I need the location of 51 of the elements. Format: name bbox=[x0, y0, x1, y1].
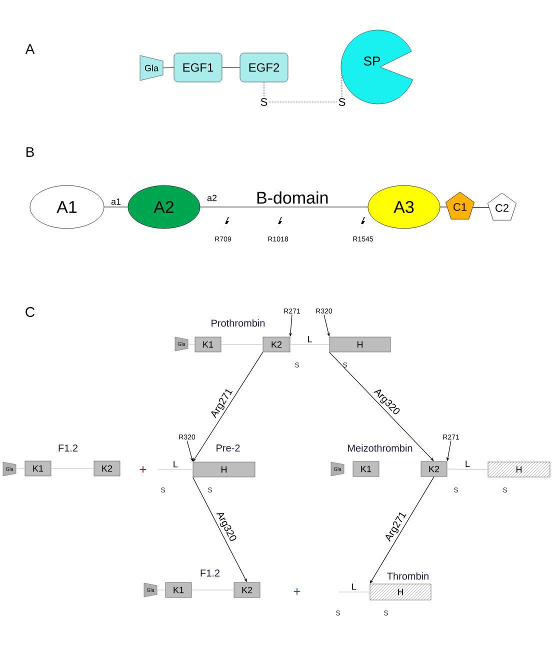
domain-box: K2 bbox=[94, 460, 120, 476]
domain-pentagon: C2 bbox=[488, 192, 516, 220]
linker-label: a2 bbox=[207, 194, 217, 202]
site-label: S bbox=[338, 98, 346, 106]
connector-line bbox=[104, 206, 128, 208]
connector-line bbox=[16, 468, 26, 470]
molecule-name: Pre-2 bbox=[216, 444, 240, 452]
plus-sign: + bbox=[140, 466, 146, 473]
molecule-name: F1.2 bbox=[200, 570, 220, 576]
plus-sign: + bbox=[294, 588, 300, 595]
domain-pentagon: C1 bbox=[446, 192, 474, 220]
site-label: S bbox=[260, 98, 268, 106]
edge-label: L bbox=[350, 582, 358, 591]
molecule-name: Thrombin bbox=[387, 572, 428, 580]
domain-box: EGF2 bbox=[240, 52, 288, 82]
domain-box: K2 bbox=[234, 582, 260, 598]
panel-letter: C bbox=[26, 307, 35, 317]
connector-line bbox=[472, 207, 490, 208]
hatched-domain-box: H bbox=[370, 584, 432, 600]
domain-box: EGF1 bbox=[174, 52, 222, 82]
panel-letter: A bbox=[25, 44, 35, 54]
edge-label: L bbox=[172, 460, 179, 468]
disulfide-line bbox=[341, 75, 342, 98]
connector-line bbox=[446, 468, 488, 470]
domain-box: K1 bbox=[352, 461, 380, 477]
domain-box: K1 bbox=[165, 582, 192, 598]
connector-line bbox=[220, 344, 264, 345]
connector-line bbox=[290, 344, 330, 345]
connector-line bbox=[200, 206, 368, 208]
domain-box: K1 bbox=[24, 460, 52, 476]
edge-label: a1 bbox=[110, 198, 122, 206]
connector-line bbox=[162, 67, 174, 68]
connector-line bbox=[222, 67, 240, 68]
molecule-name: Prothrombin bbox=[212, 319, 265, 327]
connector-line bbox=[440, 206, 448, 208]
connector-line bbox=[188, 344, 196, 345]
domain-box: K1 bbox=[194, 336, 222, 352]
hatched-domain-box: H bbox=[488, 462, 550, 478]
panel-letter: B bbox=[26, 147, 34, 157]
edge-label: L bbox=[306, 335, 314, 344]
domain-box: H bbox=[192, 462, 256, 478]
gla-trapezoid: Gla bbox=[140, 55, 164, 81]
domain-box: K2 bbox=[262, 336, 290, 352]
domain-box: H bbox=[329, 336, 391, 352]
molecule-name: F1.2 bbox=[58, 444, 78, 452]
domain-box: K2 bbox=[420, 461, 448, 477]
edge-label: B-domain bbox=[255, 190, 330, 205]
connector-line bbox=[158, 469, 194, 470]
edge-label: L bbox=[464, 460, 471, 468]
connector-line bbox=[50, 468, 94, 469]
molecule-name: Meizothrombin bbox=[348, 444, 412, 452]
